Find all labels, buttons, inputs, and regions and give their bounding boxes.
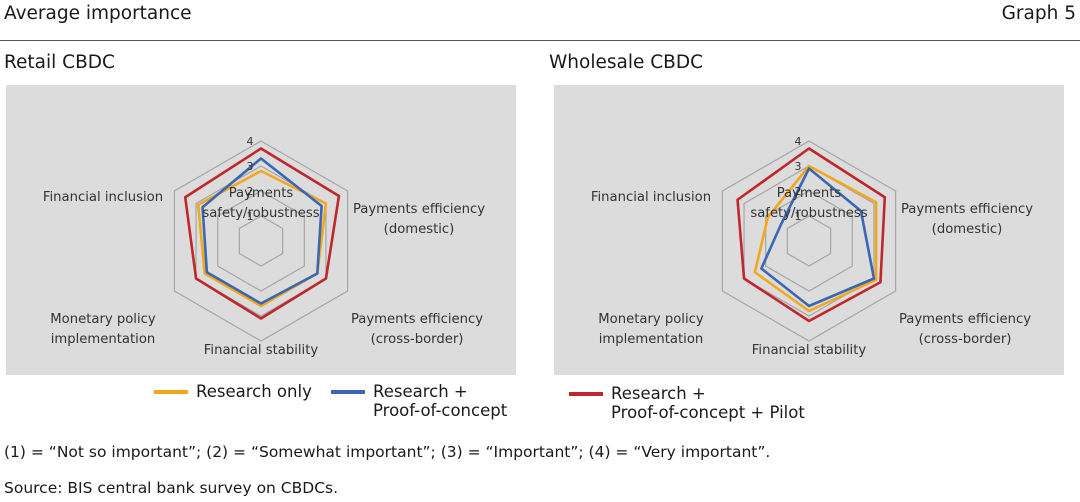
chart-title: Average importance bbox=[4, 3, 192, 24]
legend-label-research-poc-line2: Proof-of-concept bbox=[373, 401, 508, 420]
wholesale-axis-label-payments-efficiency-domestic-2: (domestic) bbox=[932, 222, 1003, 237]
retail-series-research-poc bbox=[201, 157, 323, 305]
wholesale-axis-label-monetary-policy-1: Monetary policy bbox=[598, 312, 704, 327]
wholesale-axis-label-payments-safety-2: safety/robustness bbox=[750, 206, 867, 221]
legend-label-research-poc-line1: Research + bbox=[373, 382, 468, 401]
retail-tick-label-4: 4 bbox=[247, 135, 254, 148]
retail-axis-label-monetary-policy-2: implementation bbox=[51, 332, 156, 347]
wholesale-plot-background bbox=[554, 85, 1064, 375]
wholesale-axis-label-financial-stability-1: Financial stability bbox=[752, 343, 867, 358]
retail-series-research-only bbox=[196, 169, 328, 308]
legend-label-research-poc-pilot-line1: Research + bbox=[611, 384, 706, 403]
legend-swatch-research-poc bbox=[331, 390, 365, 394]
wholesale-series-research-poc-pilot bbox=[736, 147, 887, 323]
source-note: Source: BIS central bank survey on CBDCs… bbox=[4, 479, 339, 497]
wholesale-series-research-poc bbox=[760, 167, 876, 308]
retail-axis-label-monetary-policy-1: Monetary policy bbox=[50, 312, 156, 327]
retail-gridline-1 bbox=[238, 215, 284, 267]
wholesale-gridline-2 bbox=[765, 190, 853, 292]
wholesale-axis-label-payments-efficiency-cross-border-2: (cross-border) bbox=[919, 332, 1012, 347]
wholesale-axis-label-payments-safety-1: Payments bbox=[777, 186, 842, 201]
retail-axis-label-payments-efficiency-cross-border-2: (cross-border) bbox=[371, 332, 464, 347]
wholesale-series-research-only bbox=[753, 164, 878, 313]
retail-tick-label-2: 2 bbox=[247, 185, 254, 198]
wholesale-gridline-3 bbox=[743, 165, 875, 317]
scale-note: (1) = “Not so important”; (2) = “Somewha… bbox=[4, 443, 771, 461]
retail-axis-label-payments-efficiency-domestic-1: Payments efficiency bbox=[353, 202, 485, 217]
retail-axis-label-financial-inclusion-1: Financial inclusion bbox=[43, 190, 163, 205]
retail-panel-title: Retail CBDC bbox=[4, 52, 115, 73]
graph-number: Graph 5 bbox=[1001, 3, 1076, 24]
legend-swatch-research-poc-pilot bbox=[569, 392, 603, 396]
wholesale-tick-label-2: 2 bbox=[795, 185, 802, 198]
wholesale-axis-label-payments-efficiency-cross-border-1: Payments efficiency bbox=[899, 312, 1031, 327]
wholesale-gridline-1 bbox=[786, 215, 832, 267]
wholesale-tick-label-1: 1 bbox=[795, 210, 802, 223]
legend-swatch-research-only bbox=[154, 390, 188, 394]
wholesale-gridline-4 bbox=[721, 140, 897, 342]
retail-tick-label-3: 3 bbox=[247, 160, 254, 173]
legend-label-research-only: Research only bbox=[196, 382, 312, 401]
retail-gridline-2 bbox=[217, 190, 305, 292]
retail-tick-label-1: 1 bbox=[247, 210, 254, 223]
wholesale-axis-label-payments-efficiency-domestic-1: Payments efficiency bbox=[901, 202, 1033, 217]
wholesale-panel-title: Wholesale CBDC bbox=[549, 52, 704, 73]
retail-plot-background bbox=[6, 85, 516, 375]
retail-axis-label-payments-safety-1: Payments bbox=[229, 186, 294, 201]
retail-axis-label-payments-efficiency-cross-border-1: Payments efficiency bbox=[351, 312, 483, 327]
retail-axis-label-payments-efficiency-domestic-2: (domestic) bbox=[384, 222, 455, 237]
retail-series-research-poc-pilot bbox=[183, 147, 341, 320]
retail-axis-label-payments-safety-2: safety/robustness bbox=[202, 206, 319, 221]
wholesale-axis-label-financial-inclusion-1: Financial inclusion bbox=[591, 190, 711, 205]
wholesale-tick-label-4: 4 bbox=[795, 135, 802, 148]
retail-axis-label-financial-stability-1: Financial stability bbox=[204, 343, 319, 358]
wholesale-tick-label-3: 3 bbox=[795, 160, 802, 173]
legend-label-research-poc-pilot-line2: Proof-of-concept + Pilot bbox=[611, 403, 805, 422]
wholesale-axis-label-monetary-policy-2: implementation bbox=[599, 332, 704, 347]
retail-gridline-4 bbox=[173, 140, 349, 342]
chart-header: Average importance Graph 5 bbox=[0, 0, 1080, 41]
